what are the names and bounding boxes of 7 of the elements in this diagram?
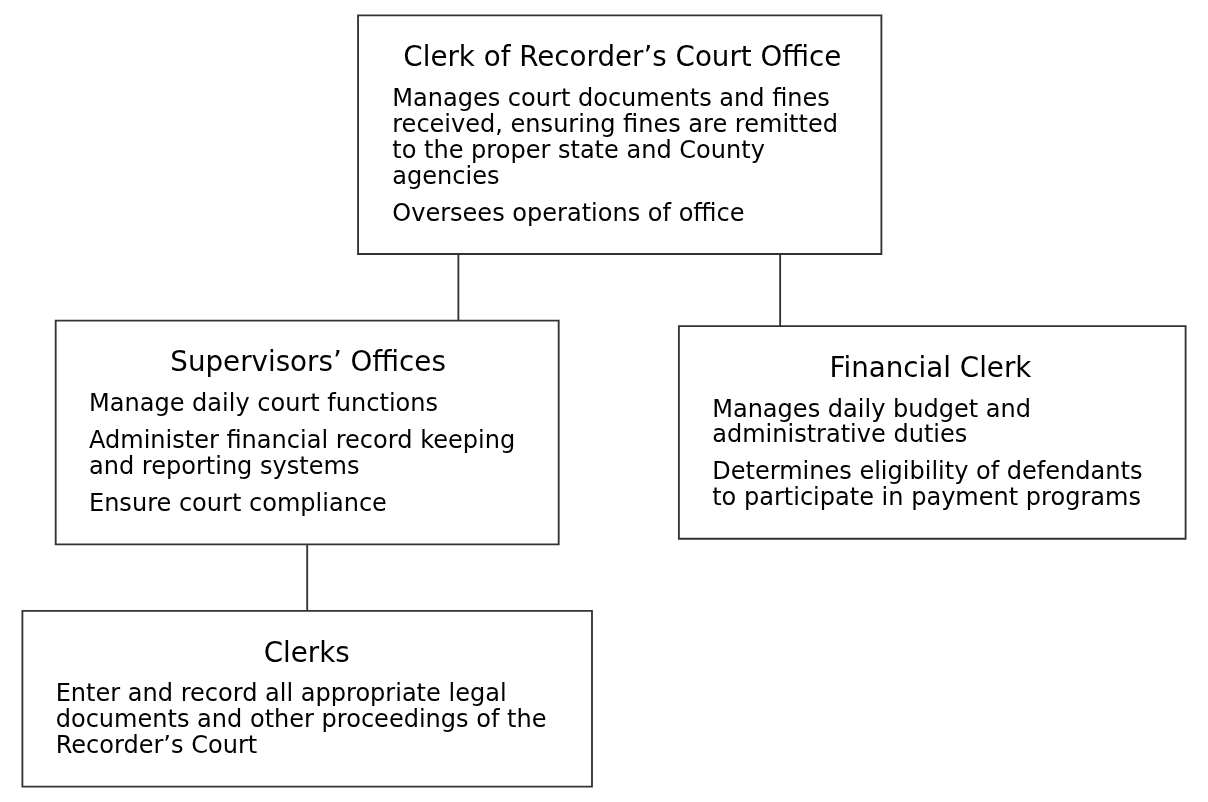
node-box: Clerks Enter and record all appropriate legal documents and other proceedings of the Recorder’s Court (21, 609, 593, 788)
connector (306, 543, 309, 612)
connector (457, 253, 460, 322)
node-box: Financial Clerk Manages daily budget and administrative duties Determines eligibility of defendants to participate in payment programs (677, 325, 1187, 540)
node-box: Supervisors’ Offices Manage daily court functions Administer financial record keeping and reporting systems Ensure court compliance (54, 319, 560, 546)
connector (779, 253, 782, 327)
node-box: Clerk of Recorder’s Court Office Manages court documents and fines received, ensuring fines are remitted to the proper state and County agencies Oversees operations of office (357, 14, 883, 255)
